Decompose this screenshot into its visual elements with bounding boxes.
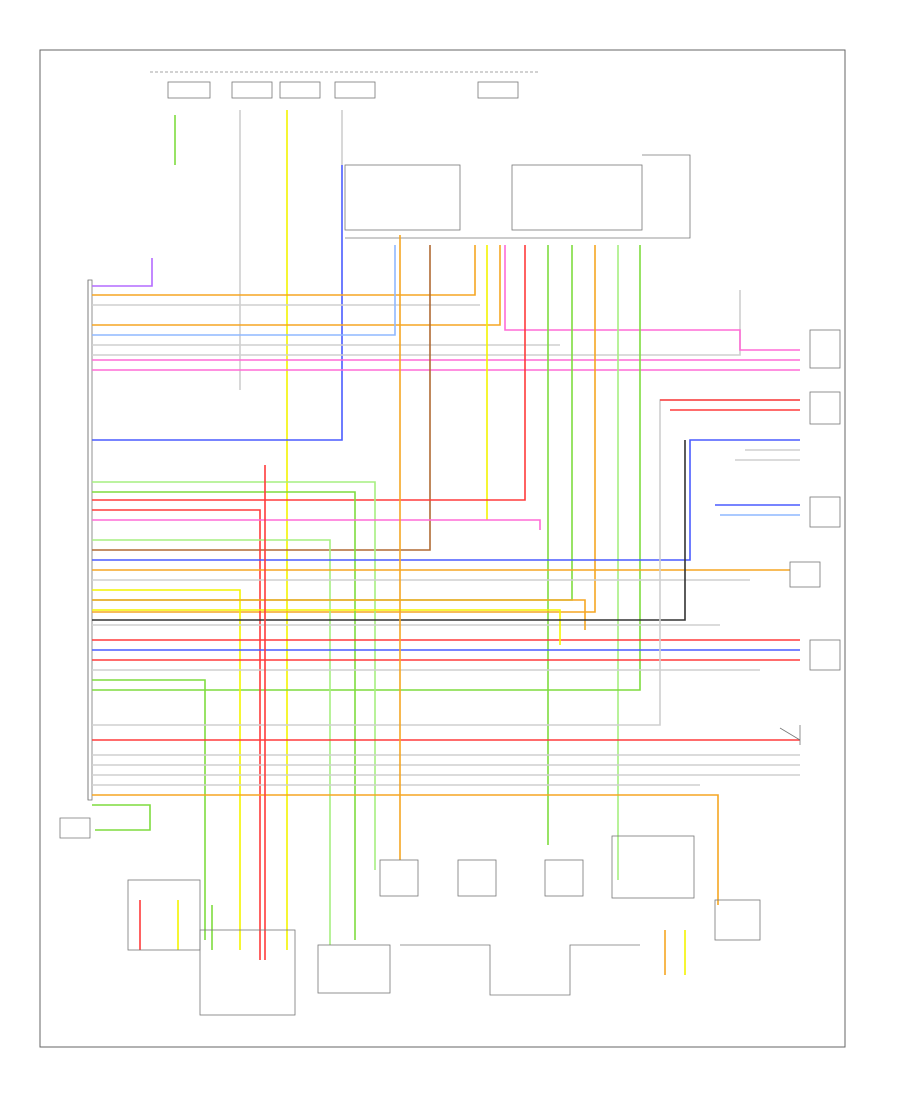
wire-green-37 bbox=[92, 679, 206, 940]
fuse-box-3 bbox=[279, 81, 321, 99]
bottom-right-sensor bbox=[714, 899, 761, 941]
wire-lightgray-12 bbox=[92, 290, 741, 356]
wire-yellow-31 bbox=[92, 589, 241, 950]
fuse-box-4 bbox=[334, 81, 376, 99]
relay-block-left bbox=[344, 164, 461, 231]
wire-orange-9 bbox=[92, 245, 501, 326]
wire-orange-47 bbox=[92, 794, 719, 905]
wire-blue-28 bbox=[92, 439, 800, 561]
relay-block-right bbox=[511, 164, 643, 231]
wire-green-24 bbox=[92, 491, 356, 940]
relay-2 bbox=[457, 859, 497, 897]
relay-1 bbox=[379, 859, 419, 897]
wire-red-17 bbox=[92, 245, 526, 501]
component-right-4 bbox=[789, 561, 821, 588]
bottom-sensor-1 bbox=[127, 879, 201, 951]
bottom-components bbox=[59, 817, 761, 1016]
diagram-frame bbox=[39, 49, 846, 1048]
wire-pink-15 bbox=[504, 245, 800, 351]
wire-green-22 bbox=[92, 245, 641, 691]
wire-harness bbox=[92, 110, 800, 975]
wire-lightgray-41 bbox=[92, 399, 800, 726]
wire-black-40 bbox=[92, 440, 686, 621]
wire-red-25 bbox=[92, 509, 261, 960]
ground-bus bbox=[400, 944, 640, 996]
fuse-box-2 bbox=[231, 81, 273, 99]
component-right-5 bbox=[809, 639, 841, 671]
wire-lightgreen-27 bbox=[92, 539, 331, 945]
wire-blue-4 bbox=[92, 165, 343, 441]
wire-pink-26 bbox=[92, 519, 541, 530]
fuse-box-5 bbox=[477, 81, 519, 99]
bottom-sensor-2 bbox=[199, 929, 296, 1016]
fuse-box-1 bbox=[167, 81, 211, 99]
ecm-connector-column bbox=[87, 279, 93, 801]
wire-lightblue-10 bbox=[92, 245, 396, 336]
relay-3 bbox=[544, 859, 584, 897]
wire-orange-20 bbox=[92, 245, 596, 613]
ecm-connector-strip bbox=[87, 279, 93, 801]
wire-green-48 bbox=[92, 804, 151, 831]
wire-violet-13 bbox=[92, 258, 153, 287]
component-right-2 bbox=[809, 391, 841, 425]
right-side-components bbox=[779, 329, 841, 745]
switch-right-1 bbox=[779, 725, 801, 745]
combination-meter-outline bbox=[345, 154, 691, 239]
wire-brown-16 bbox=[92, 245, 431, 551]
lamp-unit bbox=[611, 835, 695, 899]
wire-orange-5 bbox=[92, 245, 476, 296]
top-power-section bbox=[150, 71, 691, 239]
bottom-switch-block bbox=[317, 944, 391, 994]
wire-yellow-39 bbox=[92, 609, 561, 645]
left-sensor-box bbox=[59, 817, 91, 839]
component-right-1 bbox=[809, 329, 841, 369]
component-right-3 bbox=[809, 496, 841, 528]
